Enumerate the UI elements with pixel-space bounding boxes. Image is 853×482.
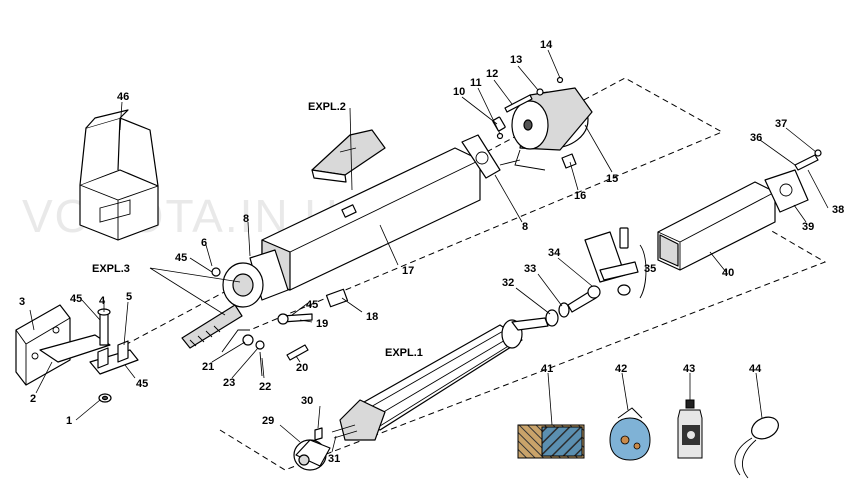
part-number-14: 14	[540, 39, 553, 51]
part-number-44: 44	[749, 363, 762, 375]
bracket-35	[584, 227, 647, 299]
part-number-40: 40	[722, 267, 734, 279]
part-number-35: 35	[644, 263, 656, 275]
end-cap-29	[293, 424, 358, 471]
part-number-33: 33	[524, 263, 536, 275]
label-expl1: EXPL.1	[385, 347, 423, 359]
part-number-38: 38	[832, 204, 844, 216]
part-number-36: 36	[750, 132, 762, 144]
end-cap-expl3	[181, 249, 289, 349]
screws-19-23	[221, 313, 313, 377]
hardware-10-14	[492, 76, 577, 169]
actuator-expl1	[339, 317, 549, 441]
part-number-10: 10	[453, 86, 465, 98]
part-number-29: 29	[262, 415, 274, 427]
part-number-11: 11	[470, 77, 482, 89]
part-number-45-a: 45	[70, 293, 82, 305]
part-number-30: 30	[301, 395, 313, 407]
screw-bag-42	[609, 407, 651, 461]
part-number-1: 1	[66, 415, 72, 427]
part-number-46: 46	[117, 91, 129, 103]
hardware-32-34	[545, 285, 601, 327]
part-number-16: 16	[574, 190, 586, 202]
motor-15	[499, 87, 593, 171]
flange-gasket-8	[461, 134, 501, 179]
part-number-45-d: 45	[306, 299, 318, 311]
motor-cover-expl2	[311, 129, 386, 183]
capacitor-44	[734, 416, 779, 479]
part-number-15: 15	[606, 173, 618, 185]
part-number-13: 13	[510, 54, 522, 66]
part-number-3: 3	[19, 296, 25, 308]
part-number-41: 41	[541, 363, 553, 375]
part-number-39: 39	[802, 221, 814, 233]
clevis-5	[89, 308, 139, 403]
part-number-32: 32	[502, 277, 514, 289]
leader-lines	[29, 49, 829, 453]
part-number-37: 37	[775, 118, 787, 130]
part-number-6: 6	[201, 237, 207, 249]
part-number-8-a: 8	[243, 213, 249, 225]
part-number-43: 43	[683, 363, 695, 375]
part-number-21: 21	[202, 361, 214, 373]
oil-bottle-43	[677, 399, 703, 459]
part-number-45-b: 45	[136, 378, 148, 390]
seal-pack-41	[517, 424, 585, 459]
part-number-45-c: 45	[175, 252, 187, 264]
assembly-outline-lower	[219, 229, 827, 471]
part-number-31: 31	[328, 453, 340, 465]
wall-bracket-3	[15, 304, 111, 386]
part-number-5: 5	[126, 291, 132, 303]
end-bracket-39	[764, 149, 822, 213]
part-number-18: 18	[366, 311, 378, 323]
part-number-42: 42	[615, 363, 627, 375]
part-number-12: 12	[486, 68, 498, 80]
label-expl2: EXPL.2	[308, 101, 346, 113]
label-expl3: EXPL.3	[92, 263, 130, 275]
extension-tube-40	[657, 181, 776, 271]
part-number-34: 34	[548, 247, 561, 259]
part-number-19: 19	[316, 318, 328, 330]
part-number-23: 23	[223, 377, 235, 389]
part-number-2: 2	[30, 393, 36, 405]
part-number-22: 22	[259, 381, 271, 393]
part-number-4: 4	[99, 295, 106, 307]
part-number-20: 20	[296, 362, 308, 374]
box-46	[79, 109, 159, 241]
part-number-8-b: 8	[522, 221, 528, 233]
part-number-17: 17	[402, 265, 414, 277]
label-plate-18	[325, 288, 349, 308]
